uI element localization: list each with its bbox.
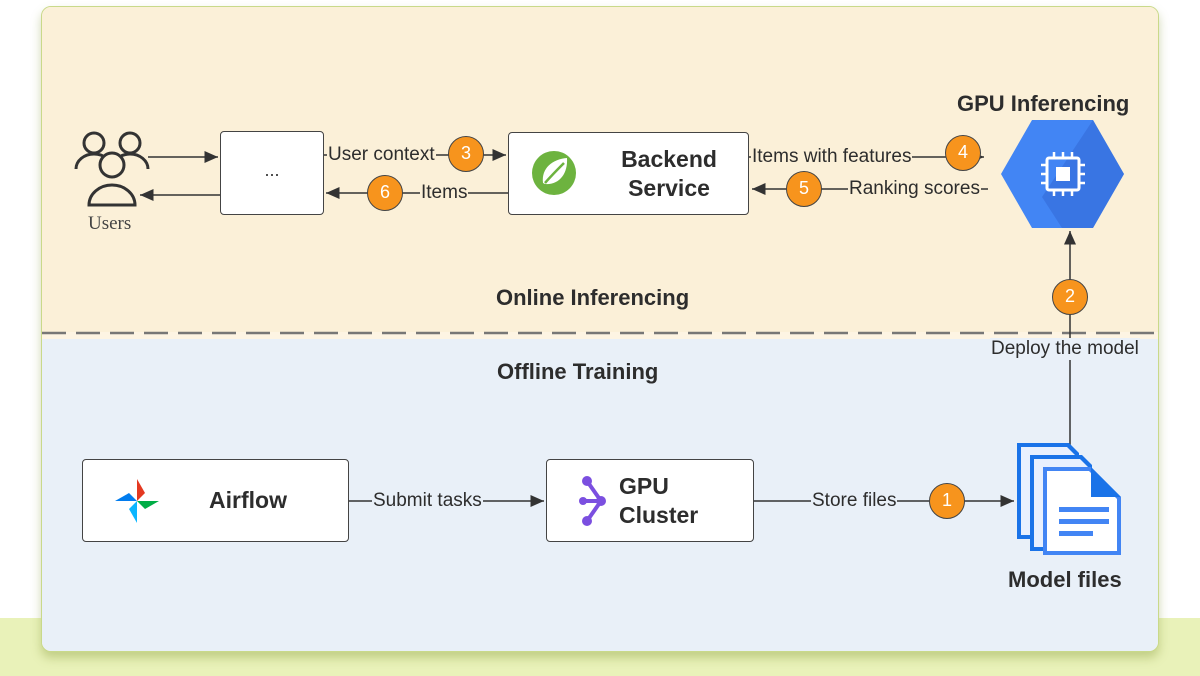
edge-label-submit-tasks: Submit tasks bbox=[372, 490, 483, 512]
edge-label-store-files: Store files bbox=[811, 490, 898, 512]
spring-leaf-icon bbox=[532, 151, 576, 195]
edge-label-deploy-model: Deploy the model bbox=[990, 338, 1140, 360]
users-icon bbox=[74, 131, 150, 207]
offline-training-title: Offline Training bbox=[497, 359, 659, 384]
backend-label-line1: Backend bbox=[621, 146, 717, 172]
gpu-cluster-line2: Cluster bbox=[619, 502, 699, 528]
model-files-label: Model files bbox=[1008, 567, 1122, 592]
step-badge-5: 5 bbox=[786, 171, 822, 207]
proxy-node: ... bbox=[220, 131, 324, 215]
online-inferencing-title: Online Inferencing bbox=[496, 285, 690, 310]
airflow-pinwheel-icon bbox=[115, 479, 159, 523]
airflow-label: Airflow bbox=[209, 487, 287, 513]
backend-service-node: Backend Service bbox=[508, 132, 749, 215]
backend-label-line2: Service bbox=[628, 175, 710, 201]
gpu-cluster-node: GPU Cluster bbox=[546, 459, 754, 542]
gpu-cluster-line1: GPU bbox=[619, 473, 669, 499]
proxy-label: ... bbox=[264, 160, 280, 180]
step-badge-4: 4 bbox=[945, 135, 981, 171]
step-badge-2: 2 bbox=[1052, 279, 1088, 315]
document-stack-icon bbox=[1017, 443, 1121, 555]
step-badge-6: 6 bbox=[367, 175, 403, 211]
step-badge-1: 1 bbox=[929, 483, 965, 519]
users-label: Users bbox=[88, 213, 132, 234]
edge-label-items: Items bbox=[420, 182, 469, 204]
edge-label-ranking-scores: Ranking scores bbox=[848, 178, 981, 200]
step-badge-3: 3 bbox=[448, 136, 484, 172]
airflow-node: Airflow bbox=[82, 459, 349, 542]
gpu-inferencing-title: GPU Inferencing bbox=[957, 91, 1130, 116]
backend-service-label: Backend Service bbox=[604, 145, 734, 203]
diagram-frame: Online Inferencing Offline Training User… bbox=[41, 6, 1159, 652]
gpu-cluster-label: GPU Cluster bbox=[619, 472, 729, 530]
gpu-chip-icon bbox=[1001, 120, 1124, 228]
edge-label-user-context: User context bbox=[327, 144, 436, 166]
cluster-graph-icon bbox=[579, 476, 606, 526]
edge-label-items-with-features: Items with features bbox=[751, 146, 913, 168]
